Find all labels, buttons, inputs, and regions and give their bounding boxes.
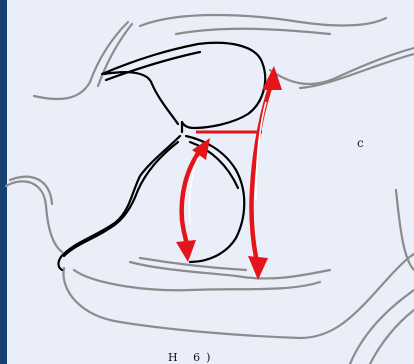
lower-right-curve [350, 290, 414, 364]
lower-right-curve-inner [370, 310, 414, 364]
top-right-curve-inner [176, 29, 330, 34]
curved-measure-shaft [182, 148, 202, 252]
forearm-curve [63, 254, 414, 338]
elbow-base-curve [130, 262, 330, 278]
stray-mark-label: c [357, 136, 364, 150]
top-right-curve [140, 15, 386, 26]
curved-measure-arrowhead-bottom [176, 240, 196, 262]
lower-bone-outline-inner [64, 142, 178, 256]
elbow-base-curve-inner [140, 258, 246, 270]
upper-bone-neck-outline [104, 72, 178, 124]
bottom-caption: H 6) [168, 351, 216, 364]
black-outlines [59, 43, 266, 270]
left-bulge-curve [6, 181, 62, 252]
right-ridge-curve [396, 190, 414, 270]
long-measure-arrowhead-bottom [248, 256, 268, 280]
gray-outlines [6, 15, 414, 364]
upper-left-curve [34, 22, 128, 99]
